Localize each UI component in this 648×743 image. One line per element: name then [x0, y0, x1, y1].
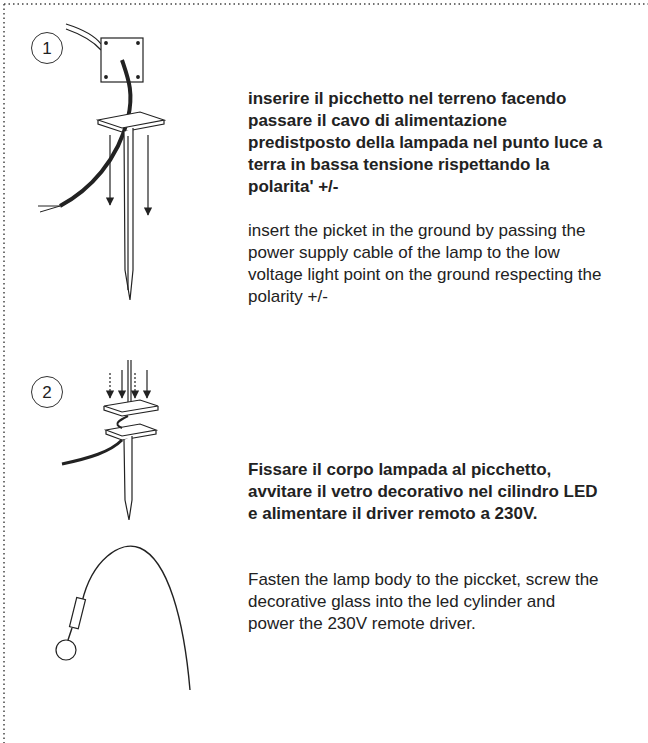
step-number-circle: 1: [31, 32, 63, 64]
remote-driver: [69, 597, 85, 628]
lamp-mounting-step2: [56, 360, 190, 690]
bulb: [56, 640, 76, 660]
dotted-border: [3, 4, 5, 743]
instruction-text-it: Fissare il corpo lampada al picchetto, a…: [248, 459, 603, 525]
instruction-text-en: insert the picket in the ground by passi…: [248, 220, 603, 308]
instruction-text-en: Fasten the lamp body to the piccket, scr…: [248, 569, 603, 635]
step-number: 2: [42, 384, 51, 401]
dotted-border: [4, 3, 648, 5]
instruction-text-it: inserire il picchetto nel terreno facend…: [248, 88, 603, 198]
ground-spike-step1: [38, 24, 164, 300]
step-number: 1: [42, 40, 51, 57]
step-number-circle: 2: [31, 376, 63, 408]
